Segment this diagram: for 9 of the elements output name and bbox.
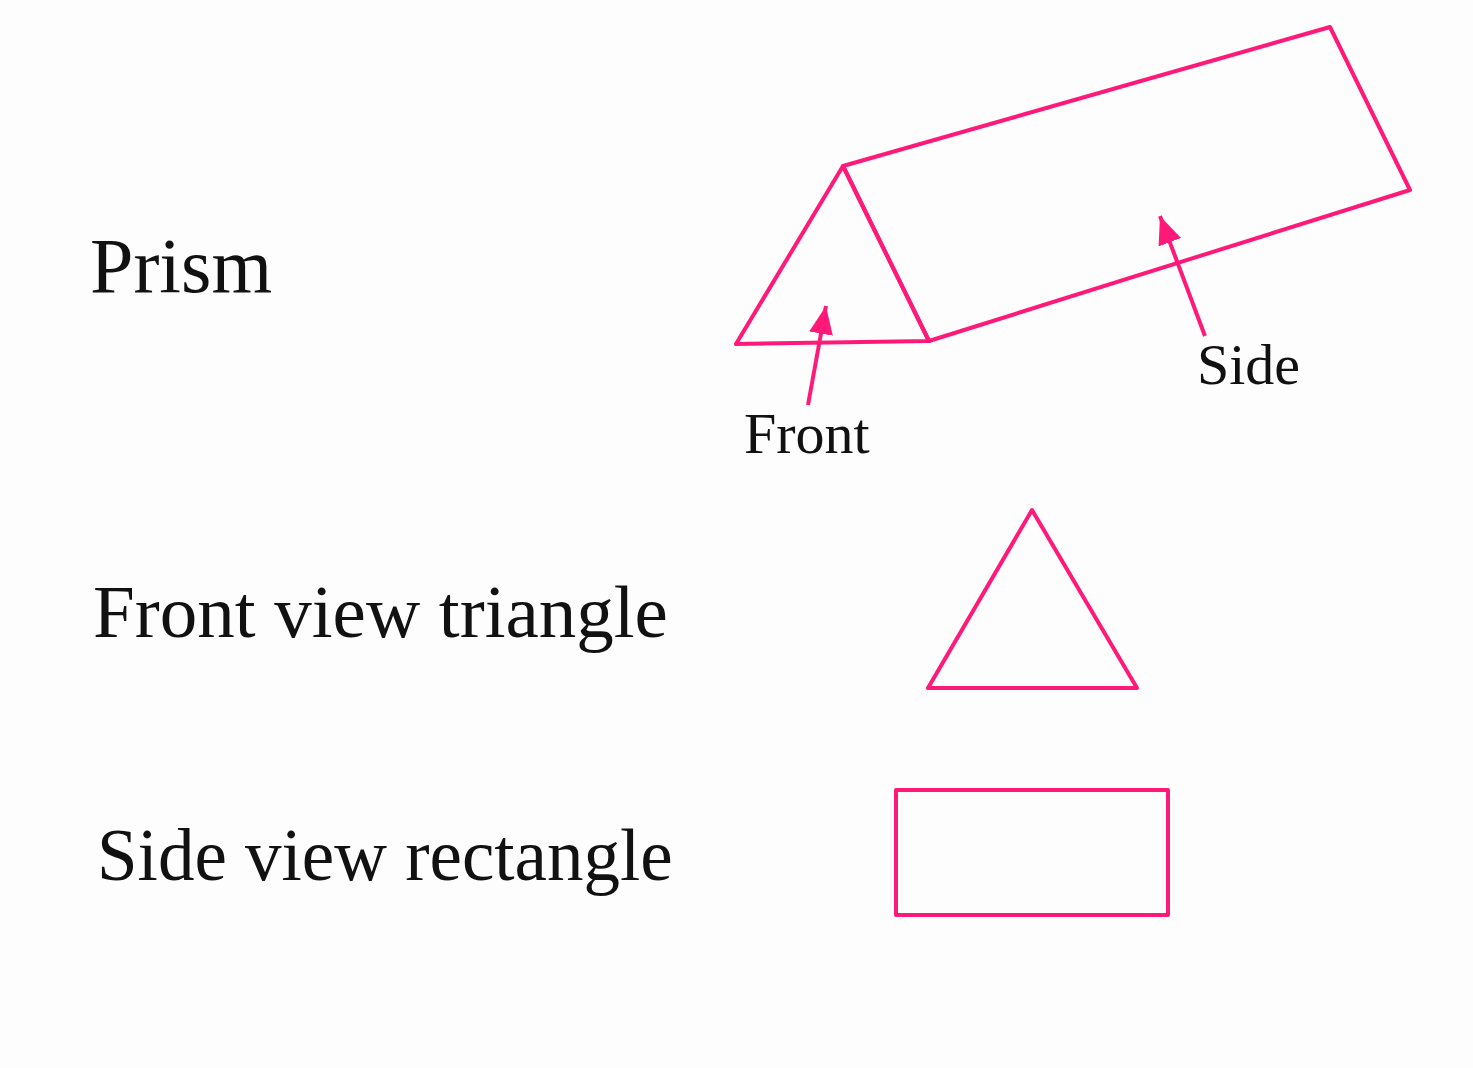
rectangle-shape [894,788,1170,917]
callout-label: Front [744,405,870,463]
leader-arrow [1158,215,1207,337]
prism-front-face [734,164,931,346]
callout-label: Side [1197,336,1301,394]
shape-caption: Prism [90,227,273,305]
triangle-shape [926,508,1139,690]
prism-side-face [841,25,1412,343]
leader-arrow [806,305,833,406]
